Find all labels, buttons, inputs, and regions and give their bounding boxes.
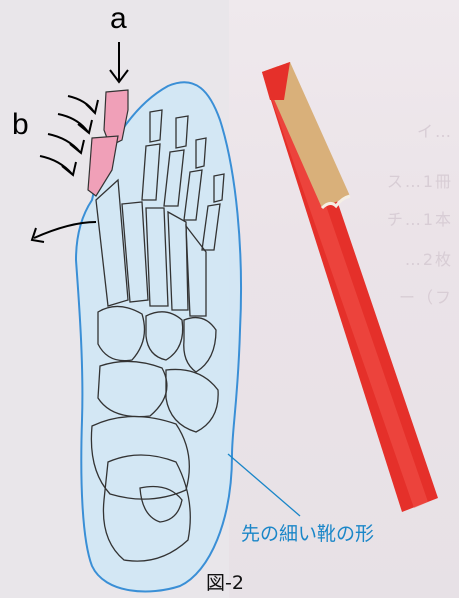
- pencil: [262, 62, 438, 512]
- caption-leader-line: [228, 454, 300, 516]
- shoe-shape-caption: 先の細い靴の形: [241, 519, 374, 546]
- label-b: b: [12, 108, 29, 142]
- figure-number: 図-2: [206, 568, 244, 595]
- label-a: a: [110, 2, 127, 36]
